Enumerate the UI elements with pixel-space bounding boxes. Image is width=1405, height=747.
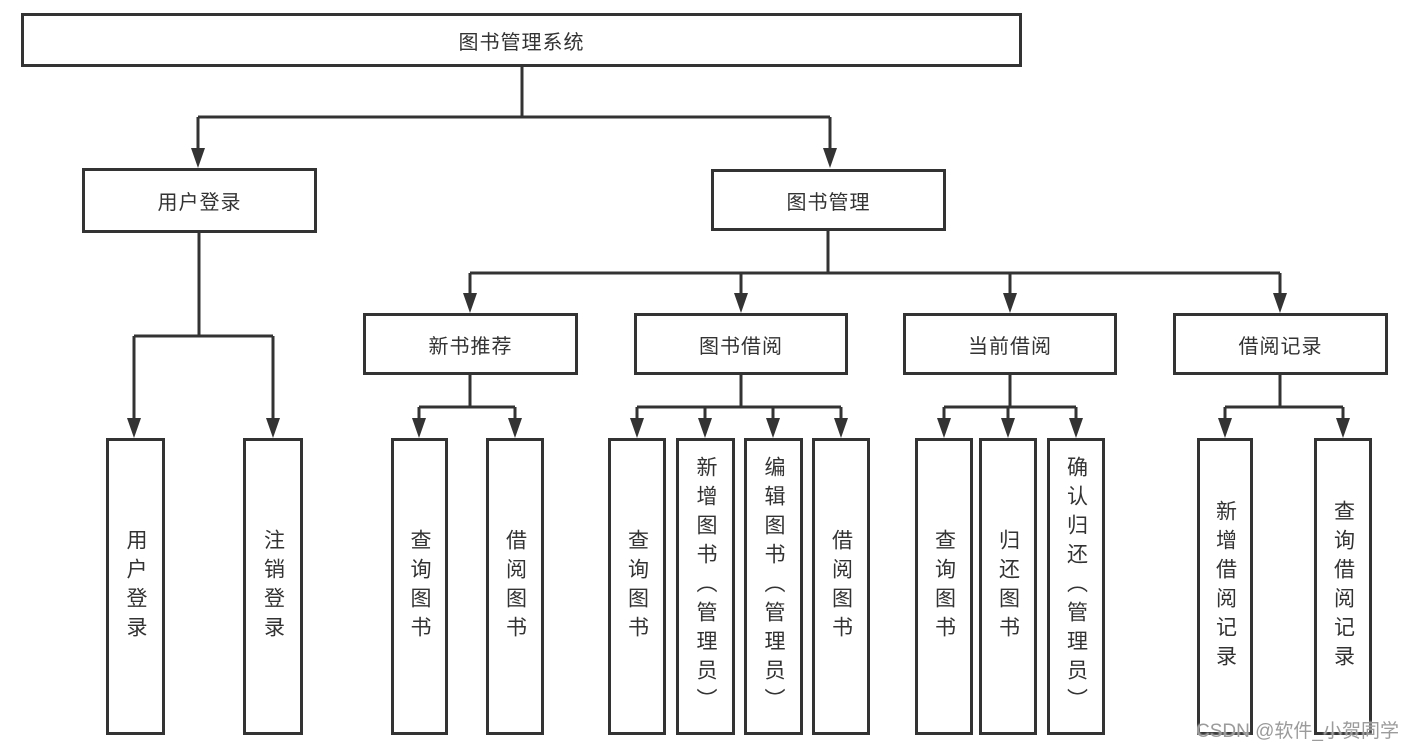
connector-line	[417, 375, 517, 420]
leaf-logout-login: 注销登录	[243, 438, 303, 735]
node-label: 注销登录	[261, 528, 285, 645]
node-label: 新增图书（管理员）	[694, 456, 717, 717]
arrowhead-icon	[266, 418, 280, 438]
arrowhead-icon	[823, 148, 837, 168]
node-label: 新书推荐	[428, 335, 513, 358]
leaf-query-books-recommend: 查询图书	[391, 438, 448, 735]
node-book-management: 图书管理	[711, 169, 946, 231]
watermark: CSDN @软件_小贺同学	[1196, 721, 1399, 742]
node-label: 确认归还（管理员）	[1064, 456, 1088, 717]
connector-line	[942, 375, 1078, 420]
node-new-book-recommendation: 新书推荐	[363, 313, 578, 375]
node-label: 借阅图书	[503, 528, 527, 645]
arrowhead-icon	[766, 418, 780, 438]
connector-line	[132, 233, 275, 420]
node-label: 用户登录	[124, 528, 147, 645]
arrowhead-icon	[834, 418, 848, 438]
node-user-login: 用户登录	[82, 168, 317, 233]
node-label: 查询图书	[408, 528, 431, 645]
arrowhead-icon	[1069, 418, 1083, 438]
arrowhead-icon	[698, 418, 712, 438]
arrowhead-icon	[463, 293, 477, 313]
node-label: 借阅记录	[1238, 335, 1323, 358]
node-label: 图书借阅	[699, 335, 783, 358]
connector-line	[635, 375, 843, 420]
node-current-borrowing: 当前借阅	[903, 313, 1117, 375]
arrowhead-icon	[734, 293, 748, 313]
leaf-edit-books-admin: 编辑图书（管理员）	[744, 438, 803, 735]
arrowhead-icon	[1273, 293, 1287, 313]
leaf-add-borrow-record: 新增借阅记录	[1197, 438, 1253, 735]
leaf-query-books-borrowing: 查询图书	[608, 438, 666, 735]
node-label: 当前借阅	[968, 335, 1052, 358]
arrowhead-icon	[412, 418, 426, 438]
node-label: 归还图书	[996, 528, 1020, 645]
arrowhead-icon	[1003, 293, 1017, 313]
leaf-query-books-current: 查询图书	[915, 438, 973, 735]
leaf-user-login: 用户登录	[106, 438, 165, 735]
connector-line	[196, 67, 832, 150]
arrowhead-icon	[127, 418, 141, 438]
node-label: 图书管理	[786, 191, 871, 214]
arrowhead-icon	[630, 418, 644, 438]
arrowhead-icon	[191, 148, 205, 168]
leaf-return-books: 归还图书	[979, 438, 1037, 735]
leaf-confirm-return-admin: 确认归还（管理员）	[1047, 438, 1105, 735]
arrowhead-icon	[937, 418, 951, 438]
node-label: 图书管理系统	[458, 31, 585, 54]
node-borrowing-records: 借阅记录	[1173, 313, 1388, 375]
node-label: 查询图书	[932, 528, 956, 645]
arrowhead-icon	[508, 418, 522, 438]
leaf-borrow-books-recommend: 借阅图书	[486, 438, 544, 735]
node-label: 查询借阅记录	[1331, 499, 1355, 674]
node-library-system-root: 图书管理系统	[21, 13, 1022, 67]
arrowhead-icon	[1336, 418, 1350, 438]
connector-line	[468, 231, 1282, 295]
node-label: 借阅图书	[829, 528, 853, 645]
node-label: 编辑图书（管理员）	[762, 456, 785, 717]
arrowhead-icon	[1218, 418, 1232, 438]
node-label: 新增借阅记录	[1213, 499, 1237, 674]
leaf-query-borrow-record: 查询借阅记录	[1314, 438, 1372, 735]
node-label: 查询图书	[625, 528, 649, 645]
node-label: 用户登录	[157, 192, 242, 214]
node-book-borrowing: 图书借阅	[634, 313, 848, 375]
leaf-borrow-books-borrowing: 借阅图书	[812, 438, 870, 735]
connector-line	[1223, 375, 1345, 420]
arrowhead-icon	[1001, 418, 1015, 438]
leaf-add-books-admin: 新增图书（管理员）	[676, 438, 735, 735]
